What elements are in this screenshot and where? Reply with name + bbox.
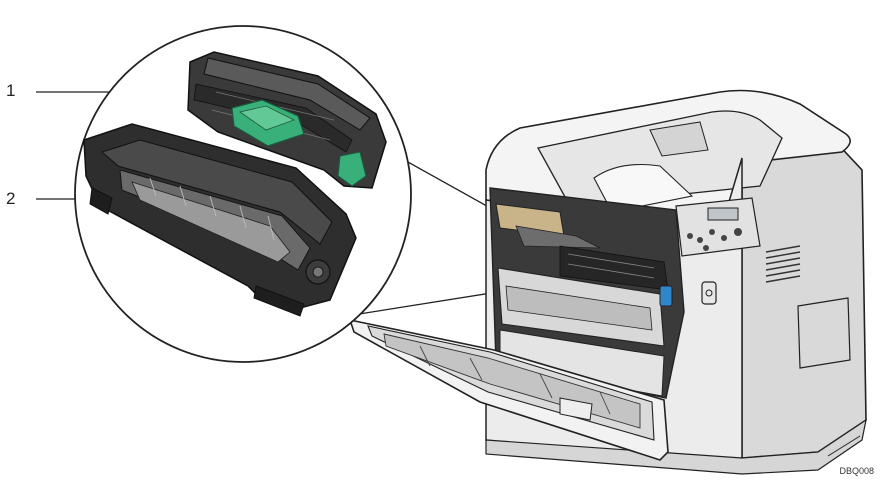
- callout-number-2: 2: [6, 189, 16, 208]
- callout-number-1: 1: [6, 81, 16, 100]
- toner-cartridge: [187, 51, 387, 189]
- side-vent: [765, 245, 801, 283]
- printer-interior: [489, 187, 685, 399]
- front-door: [348, 318, 669, 461]
- drum-unit: [83, 123, 357, 317]
- figure-code: DBQ008: [839, 466, 874, 476]
- control-buttons: [687, 228, 742, 251]
